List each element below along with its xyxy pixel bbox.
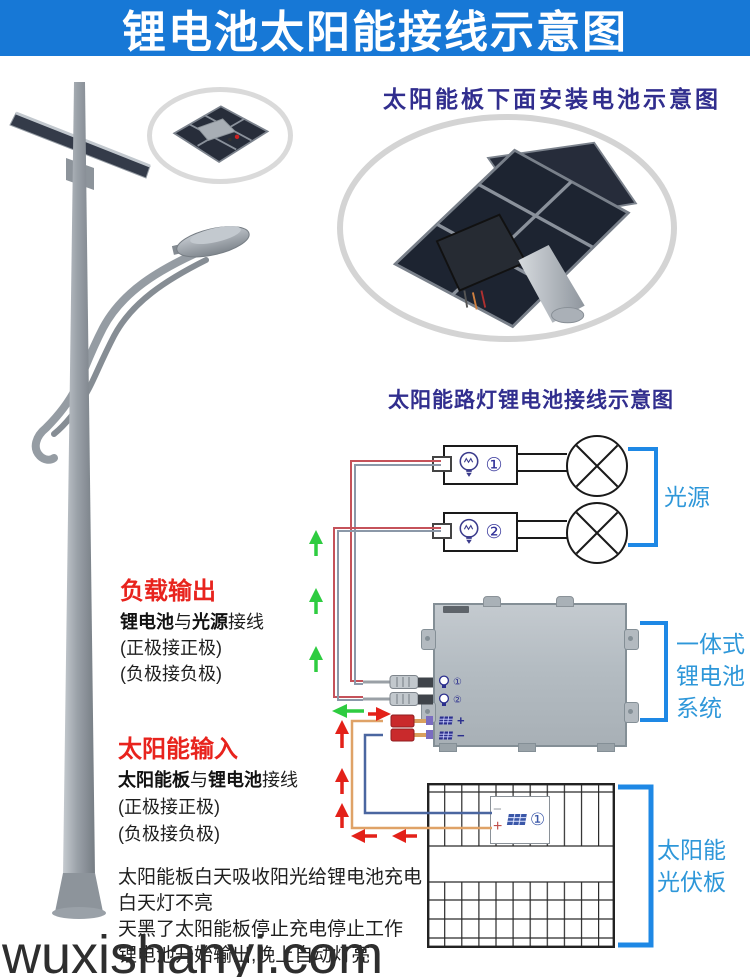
battery-bracket xyxy=(640,621,668,722)
solar-grid-icon xyxy=(439,731,453,740)
port2-connector xyxy=(389,692,419,706)
lamp2-number: ② xyxy=(485,521,503,543)
bulb-icon xyxy=(438,675,450,688)
lamp-driver-box-1: ① xyxy=(432,445,518,485)
battery-controller-box: ① ② + xyxy=(421,596,639,752)
lamp1-connector-tab xyxy=(432,456,452,472)
lamp-driver-box-2: ② xyxy=(432,512,518,552)
red-indicator-dot xyxy=(234,134,240,140)
pv-panel-label: 太阳能 光伏板 xyxy=(657,837,726,895)
panel-underside-small xyxy=(172,105,270,164)
battery-system-label: 一体式 锂电池 系统 xyxy=(676,631,745,721)
battery-mount-tab xyxy=(624,629,639,650)
panel-inset-small xyxy=(147,87,293,184)
solar-plus-connector xyxy=(390,714,415,728)
lamp1-lead-top xyxy=(515,453,567,455)
pv-bracket xyxy=(618,784,654,948)
lamp2-wire-red xyxy=(333,527,441,698)
note-line-4: 锂电池开始输出,晚上自动灯亮 xyxy=(118,945,371,966)
lamp-symbol-1 xyxy=(566,435,628,497)
watermark: wuxishanyi.com xyxy=(2,925,384,977)
battery-port-lamp1: ① xyxy=(438,675,462,689)
lamp-head xyxy=(171,226,250,258)
port1-connector xyxy=(389,675,419,689)
red-right-arrow xyxy=(368,707,391,721)
bulb-icon xyxy=(438,693,450,706)
battery-port-solar-plus: + xyxy=(439,714,465,727)
solar-input-line2: (正极接正极) xyxy=(118,797,220,817)
pv-minus-terminal: − xyxy=(493,801,502,818)
battery-foot xyxy=(597,743,615,752)
solar-minus-connector xyxy=(390,728,415,742)
lamp2-connector-tab xyxy=(432,523,452,539)
load-output-heading: 负载输出 xyxy=(120,578,216,605)
load-output-line3: (负极接负极) xyxy=(120,664,222,684)
bulb-icon xyxy=(459,518,479,544)
pv-junction-box: − + ① xyxy=(490,796,550,844)
solar-input-heading: 太阳能输入 xyxy=(118,736,238,763)
lamp2-lead-bottom xyxy=(515,537,567,539)
battery-mount-tab xyxy=(624,702,639,723)
lamp1-number: ① xyxy=(485,454,503,476)
solar-grid-icon xyxy=(439,716,453,725)
page-title: 锂电池太阳能接线示意图 xyxy=(0,0,750,57)
battery-port-solar-minus: − xyxy=(439,729,465,742)
panel-inset-large xyxy=(337,114,677,342)
battery-print xyxy=(443,606,469,613)
battery-foot xyxy=(518,743,536,752)
pole-mount-cylinder xyxy=(518,245,585,323)
light-source-bracket xyxy=(628,447,658,547)
battery-foot xyxy=(439,743,457,752)
solar-input-line1: 太阳能板与锂电池接线 xyxy=(118,770,298,790)
note-line-1: 太阳能板白天吸收阳光给锂电池充电 xyxy=(118,867,423,888)
lamp-symbol-2 xyxy=(566,502,628,564)
pv-junction-number: ① xyxy=(530,810,546,829)
battery-top-tab xyxy=(556,596,574,607)
battery-mount-tab xyxy=(421,629,436,650)
battery-mount-tab xyxy=(421,702,436,723)
note-line-3: 天黑了太阳能板停止充电停止工作 xyxy=(118,919,404,940)
note-line-2: 白天灯不亮 xyxy=(118,893,214,914)
pole xyxy=(63,82,95,875)
panel-underside-large xyxy=(392,141,638,329)
load-output-line1: 锂电池与光源接线 xyxy=(120,612,264,632)
light-source-label: 光源 xyxy=(664,484,710,510)
solar-grid-icon xyxy=(506,814,527,825)
lamp2-wire-gray xyxy=(337,530,441,701)
load-output-line2: (正极接正极) xyxy=(120,638,222,658)
street-light-illustration xyxy=(9,82,250,919)
pv-plus-terminal: + xyxy=(493,818,503,835)
lamp2-lead-top xyxy=(515,520,567,522)
lamp1-lead-bottom xyxy=(515,470,567,472)
red-left-arrows xyxy=(351,829,417,843)
inset-caption: 太阳能板下面安装电池示意图 xyxy=(383,86,721,112)
pv-panel-grid: − + ① xyxy=(427,783,615,948)
battery-top-tab xyxy=(483,596,501,607)
solar-input-line3: (负极接负极) xyxy=(118,824,220,844)
lamp1-wire-gray xyxy=(354,464,441,685)
battery-port-lamp2: ② xyxy=(438,693,462,707)
bulb-icon xyxy=(459,451,479,477)
wiring-caption: 太阳能路灯锂电池接线示意图 xyxy=(388,389,674,412)
